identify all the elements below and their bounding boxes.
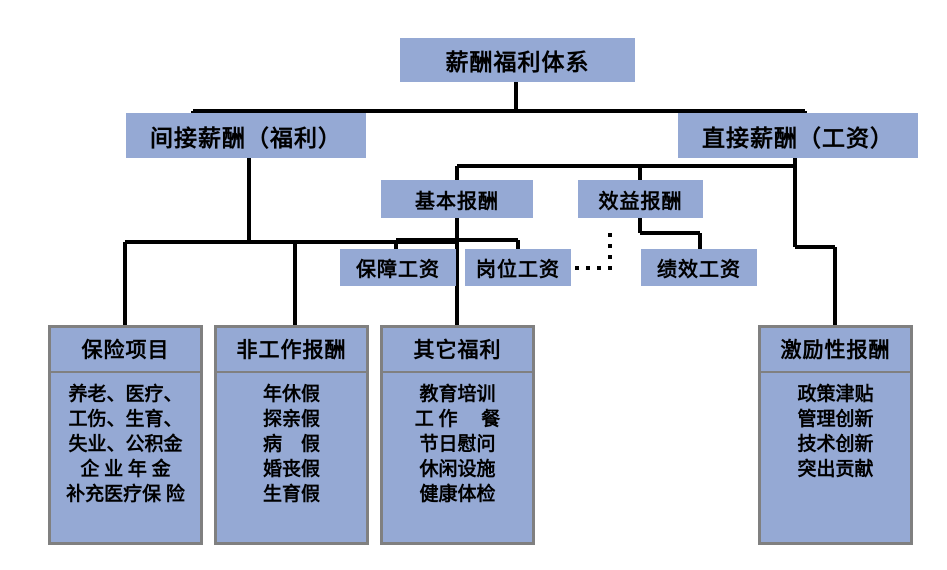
panel-incentive-pay[interactable]: 激励性报酬 政策津贴 管理创新 技术创新 突出贡献 [758, 325, 913, 545]
panel-other-benefits[interactable]: 其它福利 教育培训 工 作 餐 节日慰问 休闲设施 健康体检 [380, 325, 535, 545]
panel-item: 政策津贴 [797, 384, 874, 405]
panel-item: 探亲假 [262, 409, 320, 431]
panel-incentive-pay-header: 激励性报酬 [761, 328, 910, 373]
node-indirect-compensation-label: 间接薪酬（福利） [150, 125, 342, 151]
panel-other-benefits-header: 其它福利 [383, 328, 532, 373]
node-guarantee-wage-label: 保障工资 [356, 259, 440, 281]
panel-other-benefits-body: 教育培训 工 作 餐 节日慰问 休闲设施 健康体检 [383, 373, 532, 542]
node-benefit-pay-label: 效益报酬 [598, 190, 683, 213]
panel-item: 突出贡献 [797, 459, 874, 481]
node-root-label: 薪酬福利体系 [445, 50, 590, 75]
panel-item: 病 假 [262, 434, 320, 456]
panel-item: 年休假 [262, 384, 320, 405]
node-basic-pay[interactable]: 基本报酬 [381, 180, 533, 218]
panel-item: 休闲设施 [419, 459, 496, 481]
panel-non-working-pay[interactable]: 非工作报酬 年休假 探亲假 病 假 婚丧假 生育假 [214, 325, 369, 545]
panel-non-working-pay-body: 年休假 探亲假 病 假 婚丧假 生育假 [217, 373, 366, 542]
panel-insurance[interactable]: 保险项目 养老、医疗、 工伤、生育、 失业、公积金 企 业 年 金 补充医疗保 … [48, 325, 203, 545]
panel-item: 教育培训 [419, 384, 496, 405]
node-benefit-pay[interactable]: 效益报酬 [578, 180, 703, 218]
panel-item: 养老、医疗、 [68, 384, 183, 405]
panel-incentive-pay-body: 政策津贴 管理创新 技术创新 突出贡献 [761, 373, 910, 542]
node-guarantee-wage[interactable]: 保障工资 [340, 249, 456, 286]
node-direct-compensation-label: 直接薪酬（工资） [702, 125, 894, 151]
node-performance-wage-label: 绩效工资 [657, 259, 741, 281]
panel-item: 婚丧假 [262, 459, 320, 481]
panel-item: 补充医疗保 险 [66, 484, 185, 506]
panel-item: 工伤、生育、 [68, 409, 183, 431]
panel-item: 企 业 年 金 [80, 459, 171, 481]
node-root[interactable]: 薪酬福利体系 [400, 38, 635, 82]
panel-item: 技术创新 [797, 434, 874, 456]
panel-item: 生育假 [262, 484, 320, 506]
panel-item: 健康体检 [419, 484, 496, 506]
node-post-wage-label: 岗位工资 [476, 259, 560, 281]
node-basic-pay-label: 基本报酬 [415, 190, 499, 213]
panel-item: 失业、公积金 [68, 434, 183, 456]
panel-item: 节日慰问 [419, 434, 496, 456]
node-performance-wage[interactable]: 绩效工资 [641, 249, 757, 286]
panel-item: 工 作 餐 [414, 409, 501, 431]
node-post-wage[interactable]: 岗位工资 [465, 249, 571, 286]
panel-insurance-header: 保险项目 [51, 328, 200, 373]
node-direct-compensation[interactable]: 直接薪酬（工资） [678, 113, 918, 158]
panel-item: 管理创新 [797, 409, 874, 431]
panel-non-working-pay-header: 非工作报酬 [217, 328, 366, 373]
panel-insurance-body: 养老、医疗、 工伤、生育、 失业、公积金 企 业 年 金 补充医疗保 险 [51, 373, 200, 542]
node-indirect-compensation[interactable]: 间接薪酬（福利） [126, 113, 366, 158]
